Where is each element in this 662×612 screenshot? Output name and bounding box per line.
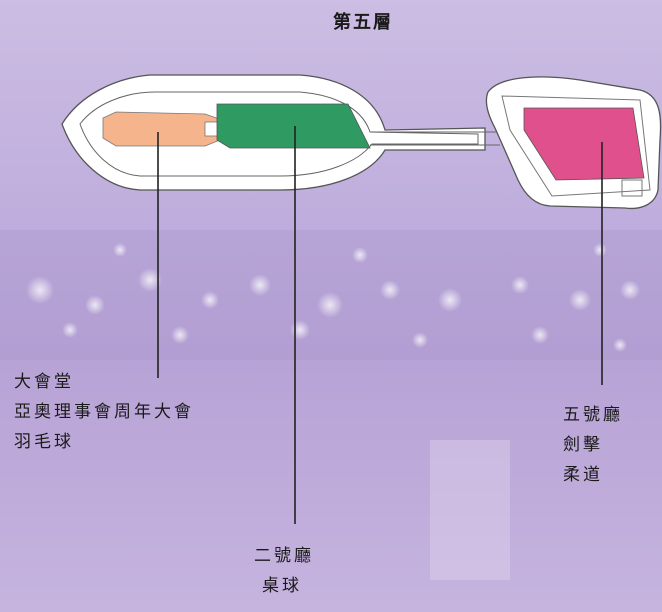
hall-grand-hall-area — [102, 111, 223, 147]
floor-title: 第五層 — [333, 12, 393, 33]
main-building-inner — [79, 91, 479, 177]
grand-hall-sport: 羽毛球 — [14, 432, 74, 452]
hall-2-name: 二號廳 — [254, 546, 314, 566]
hall-5-sport-2: 柔道 — [563, 465, 603, 485]
hall-2-label: 二號廳 桌球 — [254, 541, 314, 601]
grand-hall-event: 亞奧理事會周年大會 — [14, 402, 194, 422]
hall-5-sport-1: 劍擊 — [563, 435, 603, 455]
bridge — [370, 131, 500, 146]
grand-hall-label: 大會堂 亞奧理事會周年大會 羽毛球 — [14, 367, 194, 457]
hall-2-sport: 桌球 — [262, 576, 302, 596]
hall-5-area — [523, 107, 645, 181]
grand-hall-name: 大會堂 — [14, 372, 74, 392]
hall-2-area — [216, 103, 371, 149]
hall-5-name: 五號廳 — [563, 405, 623, 425]
hall-5-label: 五號廳 劍擊 柔道 — [563, 400, 623, 490]
annex-stair — [621, 179, 643, 197]
annex-building-inner — [501, 95, 651, 197]
